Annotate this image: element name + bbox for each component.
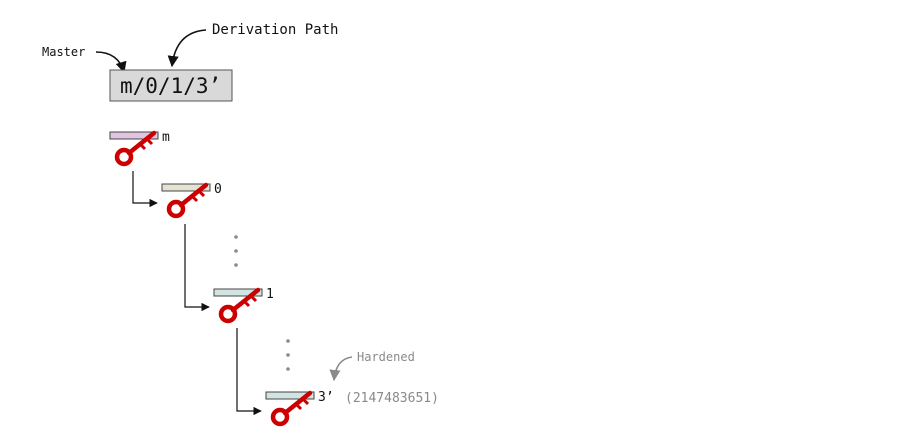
hardened-arrow — [329, 356, 353, 382]
key-icon — [114, 130, 157, 167]
key-icon — [166, 182, 209, 219]
master-label: Master — [42, 45, 85, 59]
node-label: 1 — [266, 287, 274, 302]
master-arrow — [95, 51, 127, 74]
hardened-label: Hardened — [357, 350, 415, 364]
derivation-path-arrow — [167, 29, 207, 68]
key-node: 0 — [161, 182, 222, 219]
node-bar — [161, 183, 211, 192]
ellipsis-dots-1 — [234, 235, 238, 267]
node-bar — [109, 131, 159, 140]
ellipsis-dots-2 — [286, 339, 290, 371]
connector-1-to-3h — [236, 328, 262, 416]
derivation-path-caption: Derivation Path — [212, 22, 338, 38]
node-label: 3’ — [318, 390, 334, 405]
key-icon — [218, 287, 261, 324]
key-node: 3’ — [265, 390, 334, 427]
node-label: 0 — [214, 182, 222, 197]
key-node: m — [109, 130, 170, 167]
hardened-index: (2147483651) — [345, 391, 439, 406]
derivation-path-text: m/0/1/3’ — [120, 74, 221, 98]
node-bar — [265, 391, 315, 400]
derivation-path-box — [109, 69, 233, 102]
node-bar — [213, 288, 263, 297]
connector-m-to-0 — [132, 171, 158, 208]
key-icon — [270, 390, 313, 427]
node-label: m — [162, 130, 170, 145]
connector-0-to-1 — [184, 224, 210, 312]
key-node: 1 — [213, 287, 274, 324]
